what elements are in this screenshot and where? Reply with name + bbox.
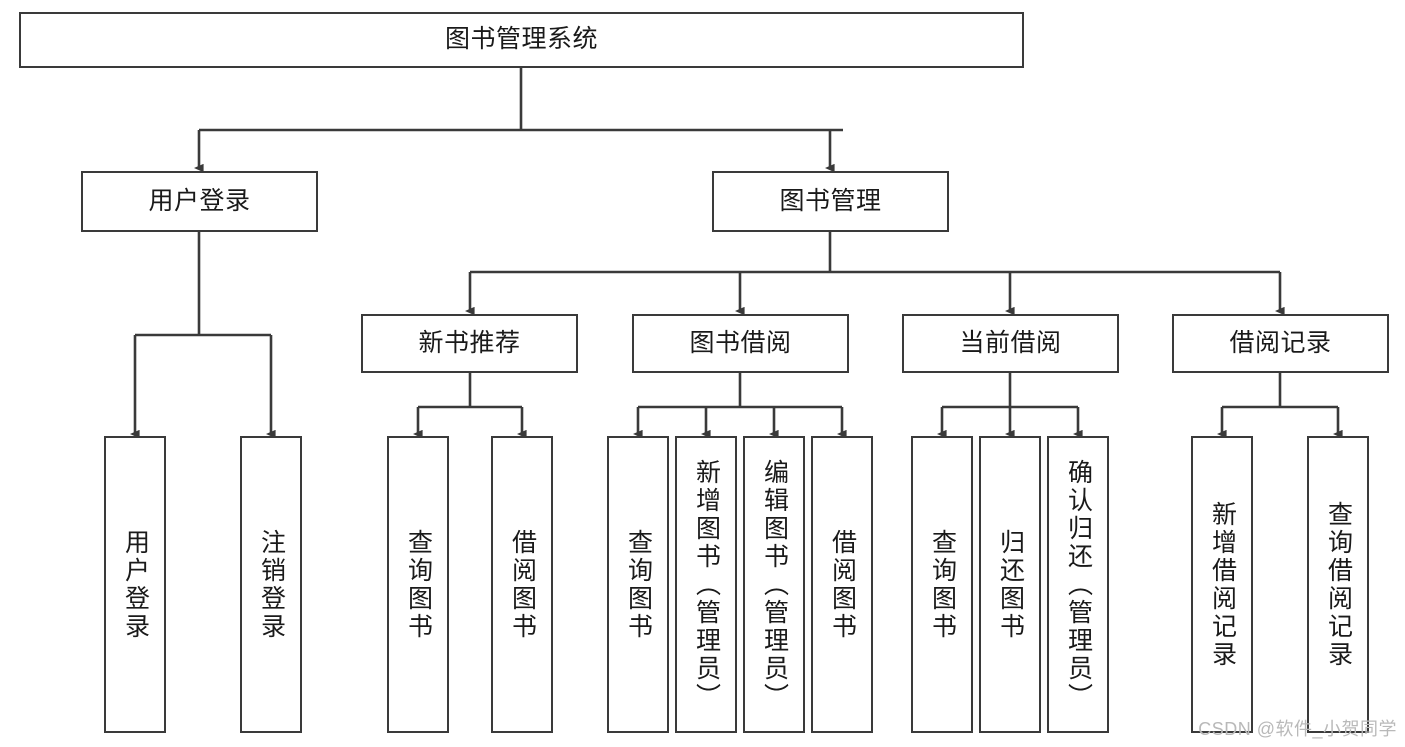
node-label: 图书管理系统 [444,25,598,54]
node-label: 借阅图书 [508,528,537,641]
node-book-borrow[interactable]: 图书借阅 [632,314,849,373]
node-label: 查询图书 [404,528,433,641]
node-leaf-add-book[interactable]: 新增图书（管理员） [675,436,737,733]
node-label: 借阅图书 [828,528,857,641]
node-label: 用户登录 [148,186,251,215]
node-root-book-management-system[interactable]: 图书管理系统 [19,12,1024,68]
node-label: 借阅记录 [1229,328,1332,357]
node-label: 图书借阅 [689,328,792,357]
node-label: 新书推荐 [418,328,521,357]
node-label: 当前借阅 [959,328,1062,357]
node-label: 确认归还（管理员） [1064,458,1093,711]
node-label: 编辑图书（管理员） [760,458,789,711]
node-label: 图书管理 [779,186,882,215]
node-leaf-borrow-book-1[interactable]: 借阅图书 [491,436,553,733]
node-current-borrow[interactable]: 当前借阅 [902,314,1119,373]
node-user-login[interactable]: 用户登录 [81,171,318,232]
node-leaf-logout-login[interactable]: 注销登录 [240,436,302,733]
node-label: 新增借阅记录 [1208,500,1237,669]
node-leaf-query-book-1[interactable]: 查询图书 [387,436,449,733]
node-label: 查询借阅记录 [1324,500,1353,669]
node-leaf-add-record[interactable]: 新增借阅记录 [1191,436,1253,733]
watermark-text: CSDN @软件_小贺同学 [1198,719,1397,739]
node-leaf-query-book-2[interactable]: 查询图书 [607,436,669,733]
node-label: 查询图书 [928,528,957,641]
node-label: 注销登录 [257,528,286,641]
node-label: 查询图书 [624,528,653,641]
node-label: 新增图书（管理员） [692,458,721,711]
node-leaf-query-record[interactable]: 查询借阅记录 [1307,436,1369,733]
node-borrow-record[interactable]: 借阅记录 [1172,314,1389,373]
node-leaf-return-book[interactable]: 归还图书 [979,436,1041,733]
node-new-book-recommend[interactable]: 新书推荐 [361,314,578,373]
node-leaf-user-login[interactable]: 用户登录 [104,436,166,733]
node-leaf-borrow-book-2[interactable]: 借阅图书 [811,436,873,733]
node-leaf-query-book-3[interactable]: 查询图书 [911,436,973,733]
node-leaf-confirm-return[interactable]: 确认归还（管理员） [1047,436,1109,733]
node-label: 用户登录 [121,528,150,641]
node-leaf-edit-book[interactable]: 编辑图书（管理员） [743,436,805,733]
node-label: 归还图书 [996,528,1025,641]
node-book-management[interactable]: 图书管理 [712,171,949,232]
